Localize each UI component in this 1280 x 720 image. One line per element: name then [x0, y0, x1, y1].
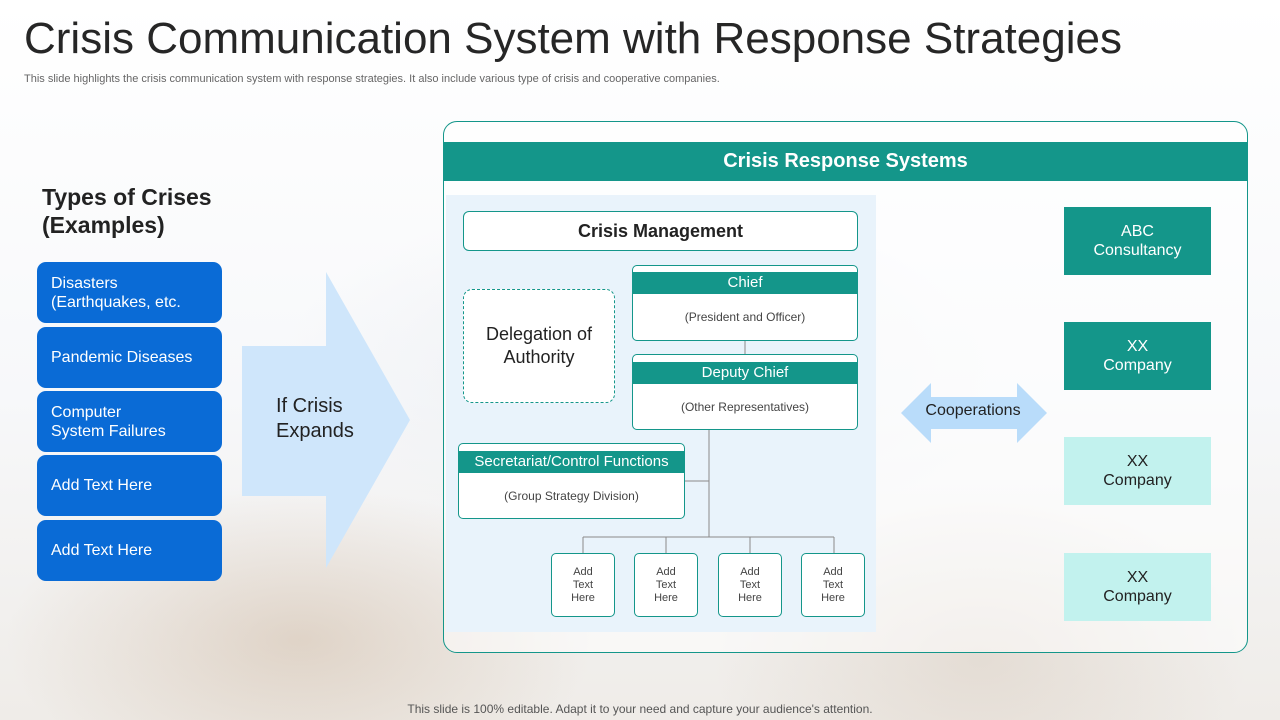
company-label: Company: [1103, 472, 1172, 489]
company-label: Company: [1103, 357, 1172, 374]
delegation-line2: Authority: [503, 347, 575, 367]
secretariat-card: Secretariat/Control Functions (Group Str…: [458, 443, 685, 519]
company-xx-3[interactable]: XX Company: [1064, 553, 1211, 621]
footer-note: This slide is 100% editable. Adapt it to…: [407, 702, 873, 716]
deputy-chief-card: Deputy Chief (Other Representatives): [632, 354, 858, 430]
sub-unit-text: Add: [740, 565, 760, 578]
sub-unit-text: Add: [823, 565, 843, 578]
company-xx-1[interactable]: XX Company: [1064, 322, 1211, 390]
types-heading-line2: (Examples): [42, 212, 165, 238]
crisis-type-label: System Failures: [51, 422, 166, 440]
crisis-type-label: Add Text Here: [51, 542, 153, 559]
deputy-chief-desc: (Other Representatives): [680, 400, 810, 414]
cooperations-label: Cooperations: [925, 402, 1021, 419]
cooperations-double-arrow-icon: [901, 383, 1047, 443]
crisis-type-pandemic[interactable]: Pandemic Diseases: [37, 327, 222, 388]
company-label: XX: [1126, 569, 1149, 586]
sub-unit-box: Add Text Here: [551, 553, 615, 617]
crisis-type-label: Add Text Here: [51, 477, 153, 494]
arrow-label: If Crisis Expands: [276, 394, 396, 444]
deputy-chief-title: Deputy Chief: [633, 362, 857, 384]
secretariat-title: Secretariat/Control Functions: [459, 451, 684, 473]
crisis-type-placeholder-1[interactable]: Add Text Here: [37, 455, 222, 516]
sub-unit-text: Here: [571, 591, 595, 604]
delegation-of-authority-box: Delegation of Authority: [463, 289, 615, 403]
sub-unit-box: Add Text Here: [801, 553, 865, 617]
sub-unit-text: Text: [655, 578, 677, 591]
company-xx-2[interactable]: XX Company: [1064, 437, 1211, 505]
company-label: ABC: [1121, 223, 1154, 240]
sub-unit-text: Here: [738, 591, 762, 604]
sub-unit-text: Here: [654, 591, 678, 604]
company-label: XX: [1126, 453, 1149, 470]
arrow-label-line2: Expands: [276, 420, 354, 442]
chief-title: Chief: [633, 272, 857, 294]
company-label: Consultancy: [1093, 242, 1182, 259]
company-abc-consultancy[interactable]: ABC Consultancy: [1064, 207, 1211, 275]
sub-unit-box: Add Text Here: [634, 553, 698, 617]
crisis-type-disasters[interactable]: Disasters (Earthquakes, etc.: [37, 262, 222, 323]
crisis-type-label: Computer: [51, 403, 122, 421]
chief-desc: (President and Officer): [684, 310, 806, 324]
crisis-type-label: Pandemic Diseases: [51, 349, 193, 366]
crisis-management-box: Crisis Management: [463, 211, 858, 251]
crisis-type-label: (Earthquakes, etc.: [51, 293, 181, 311]
types-heading: Types of Crises (Examples): [42, 183, 262, 239]
types-heading-line1: Types of Crises: [42, 184, 212, 210]
delegation-line1: Delegation of: [485, 324, 593, 344]
sub-unit-box: Add Text Here: [718, 553, 782, 617]
sub-unit-text: Add: [573, 565, 593, 578]
panel-header: Crisis Response Systems: [444, 142, 1247, 181]
page-title: Crisis Communication System with Respons…: [24, 14, 1122, 63]
expand-arrow-icon: [242, 272, 410, 568]
sub-unit-text: Text: [822, 578, 844, 591]
chief-card: Chief (President and Officer): [632, 265, 858, 341]
arrow-label-line1: If Crisis: [276, 395, 343, 417]
company-label: Company: [1103, 588, 1172, 605]
sub-unit-text: Add: [656, 565, 676, 578]
page-subtitle: This slide highlights the crisis communi…: [24, 73, 720, 85]
crisis-type-placeholder-2[interactable]: Add Text Here: [37, 520, 222, 581]
secretariat-desc: (Group Strategy Division): [504, 489, 639, 503]
company-label: XX: [1126, 338, 1149, 355]
sub-unit-text: Text: [739, 578, 761, 591]
sub-unit-text: Here: [821, 591, 845, 604]
crisis-type-label: Disasters: [51, 274, 118, 292]
sub-unit-text: Text: [572, 578, 594, 591]
crisis-type-computer[interactable]: Computer System Failures: [37, 391, 222, 452]
